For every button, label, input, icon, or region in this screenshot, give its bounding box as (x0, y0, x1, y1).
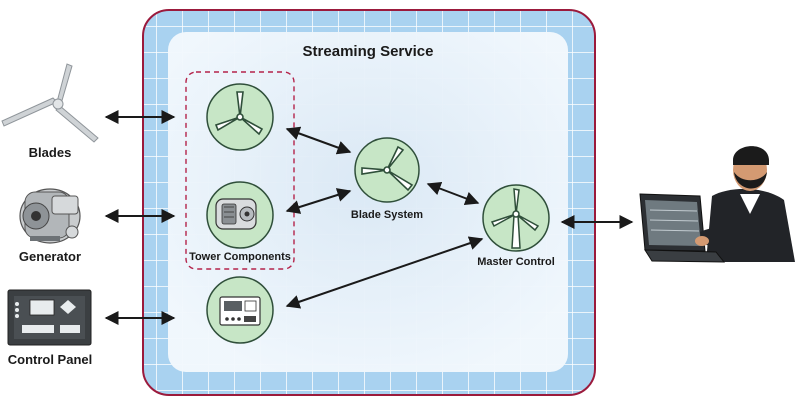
arrow-tower-blade-system (285, 188, 352, 214)
connection-arrows (104, 110, 634, 325)
turbine-icon (214, 91, 264, 136)
master-control-node (482, 184, 550, 252)
person-at-laptop-icon (639, 146, 795, 263)
turbine-icon (361, 145, 414, 192)
generator-motor-icon (19, 188, 81, 244)
blade-system-node (354, 137, 420, 203)
tower-components-node (206, 181, 274, 249)
arrow-blade-system-master (426, 181, 480, 206)
blade-system-label: Blade System (350, 209, 424, 221)
arrow-control-node-master (285, 236, 484, 309)
blades-node (206, 83, 274, 151)
master-control-label: Master Control (477, 256, 555, 268)
arrow-blades-node-blade-system (285, 126, 352, 155)
control-panel-label: Control Panel (7, 352, 93, 367)
tower-components-label: Tower Components (189, 251, 291, 263)
wind-turbine-blades-icon (1, 63, 99, 143)
wind-turbine-tower-icon (490, 188, 540, 249)
control-panel-device-icon (7, 289, 92, 346)
control-node (206, 276, 274, 344)
generator-motor-icon (215, 198, 257, 230)
generator-label: Generator (18, 249, 82, 264)
tower-group-dashed-box (185, 71, 295, 270)
blades-label: Blades (28, 145, 72, 160)
control-panel-device-icon (219, 296, 261, 326)
container-title: Streaming Service (302, 43, 434, 60)
